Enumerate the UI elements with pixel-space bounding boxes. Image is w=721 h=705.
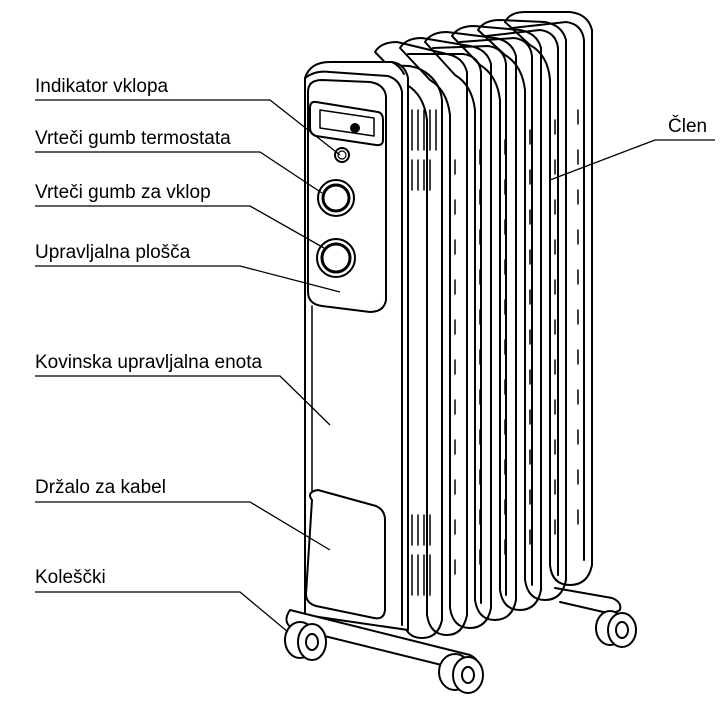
fin-2 <box>374 41 468 636</box>
label-indicator: Indikator vklopa <box>35 76 169 97</box>
leader-metal-unit <box>35 375 331 426</box>
fin-5 <box>451 25 542 611</box>
leader-panel <box>35 265 341 293</box>
side-grills <box>411 109 437 596</box>
display-dot <box>350 123 360 133</box>
fin-6 <box>477 19 567 601</box>
radiator-fins <box>374 11 593 639</box>
leader-thermostat <box>35 151 323 194</box>
fin-1 <box>389 64 443 639</box>
label-wheels: Koleščki <box>35 567 106 588</box>
power-knob <box>316 238 356 278</box>
fin-7 <box>504 11 593 586</box>
leader-fin <box>549 139 715 181</box>
label-control-panel: Upravljalna plošča <box>35 242 191 263</box>
leader-power <box>35 205 325 249</box>
fin-3 <box>399 37 492 629</box>
indicator-light <box>334 147 350 163</box>
label-power-knob: Vrteči gumb za vklop <box>35 182 211 203</box>
leader-indicator <box>35 99 341 156</box>
leader-lines <box>35 99 715 633</box>
fin-slots <box>454 109 579 575</box>
fin-4 <box>424 31 517 621</box>
leader-cable <box>35 501 331 551</box>
thermostat-knob <box>317 179 355 217</box>
leader-wheels <box>35 591 289 633</box>
wheels <box>284 610 637 694</box>
label-thermostat-knob: Vrteči gumb termostata <box>35 128 231 149</box>
label-metal-control-unit: Kovinska upravljalna enota <box>35 352 263 373</box>
label-fin: Člen <box>668 116 708 137</box>
label-cable-holder: Držalo za kabel <box>35 477 166 498</box>
cable-holder <box>305 489 386 620</box>
